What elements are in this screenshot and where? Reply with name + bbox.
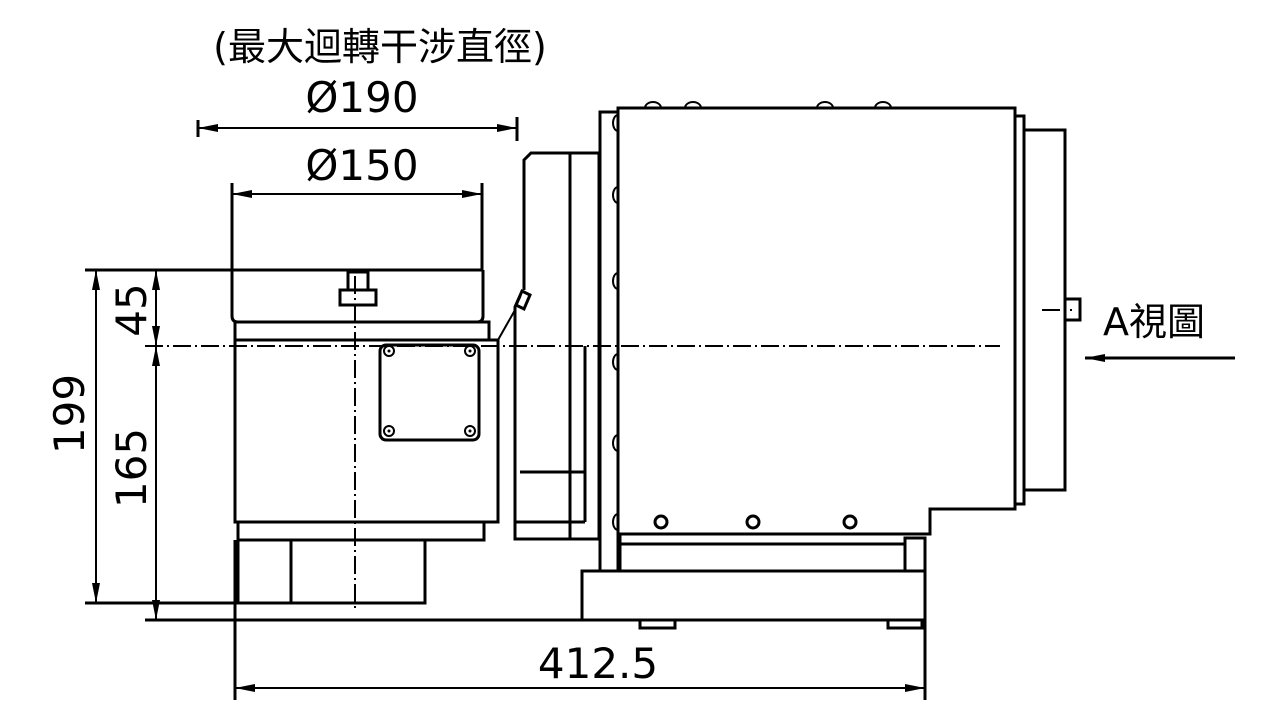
dimension-dia-150: Ø150 [305,141,418,190]
dimension-length-412-5: 412.5 [538,639,658,688]
dimension-lines [85,117,927,700]
dimension-height-165: 165 [107,428,156,508]
view-a-label: A視圖 [1103,300,1205,344]
motor-unit [230,270,500,605]
dimension-height-45: 45 [107,283,156,336]
reducer-body [580,101,1082,630]
terminal-box [378,343,481,442]
max-swing-note: (最大迴轉干涉直徑) [213,25,547,69]
dimension-dia-190: Ø190 [305,73,418,122]
dimension-height-199: 199 [45,374,94,454]
